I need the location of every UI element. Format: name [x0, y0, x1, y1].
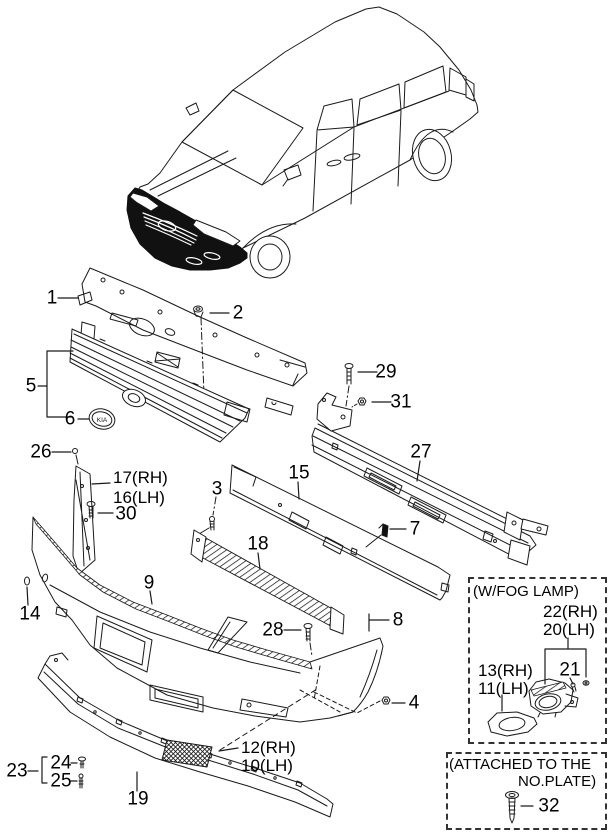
callout-9: 9	[143, 572, 155, 594]
bolt-29-drawing	[344, 363, 354, 407]
callout-23: 23	[6, 760, 28, 782]
callout-20: 20(LH)	[543, 620, 595, 639]
callout-1: 1	[46, 287, 58, 309]
clip-7-drawing	[365, 523, 389, 548]
screw-28-drawing	[303, 623, 313, 657]
grille-upper-cover-drawing	[77, 267, 308, 416]
callout-5: 5	[25, 375, 37, 397]
callout-18: 18	[247, 533, 269, 555]
callout-31: 31	[390, 391, 412, 413]
kia-emblem-drawing: KIA	[88, 408, 116, 430]
callout-2: 2	[232, 302, 244, 324]
callout-6: 6	[64, 408, 76, 430]
kia-emblem-text: KIA	[97, 417, 108, 424]
callout-25: 25	[50, 770, 72, 792]
fog-lamp-cover-mesh-drawing	[161, 739, 213, 768]
radiator-grille-drawing	[69, 328, 251, 443]
bumper-reinforcement-drawing	[311, 392, 549, 566]
callout-15: 15	[288, 462, 310, 484]
bumper-cap-14-drawing	[24, 576, 30, 586]
callout-14: 14	[19, 603, 41, 625]
bumper-side-bracket-drawing	[72, 448, 96, 575]
callout-32: 32	[538, 795, 560, 817]
callout-11: 11(LH)	[478, 679, 529, 698]
front-bumper-cover-drawing	[24, 516, 384, 751]
callout-4: 4	[408, 692, 420, 714]
callout-21: 21	[559, 659, 581, 681]
callout-22: 22(RH)	[543, 602, 598, 621]
callout-10: 10(LH)	[241, 756, 293, 775]
callout-28: 28	[262, 619, 284, 641]
callout-17: 17(RH)	[113, 468, 168, 487]
callout-26: 26	[30, 441, 52, 463]
bolt-2-drawing	[193, 305, 205, 395]
callout-7: 7	[409, 518, 421, 540]
callout-19: 19	[127, 788, 149, 810]
callout-8: 8	[392, 609, 404, 631]
van-illustration	[126, 6, 479, 279]
callout-3: 3	[211, 478, 223, 500]
callout-12: 12(RH)	[241, 738, 296, 757]
screw-25-drawing	[78, 773, 84, 789]
callout-16: 16(LH)	[113, 488, 165, 507]
nut-4-drawing	[311, 690, 391, 714]
no-plate-box-title-line1: (ATTACHED TO THE	[449, 756, 591, 773]
callout-30: 30	[115, 503, 137, 525]
bumper-lower-lip-drawing	[37, 652, 334, 818]
screw-3-drawing	[198, 496, 217, 535]
nut-31-drawing	[351, 397, 367, 408]
callout-13: 13(RH)	[478, 661, 533, 680]
callout-27: 27	[410, 441, 432, 463]
callout-29: 29	[375, 361, 397, 383]
fog-lamp-box-title: (W/FOG LAMP)	[473, 583, 579, 600]
no-plate-detail-box	[446, 752, 607, 830]
clip-24-drawing	[78, 756, 86, 769]
no-plate-box-title-line2: NO.PLATE)	[518, 773, 597, 790]
